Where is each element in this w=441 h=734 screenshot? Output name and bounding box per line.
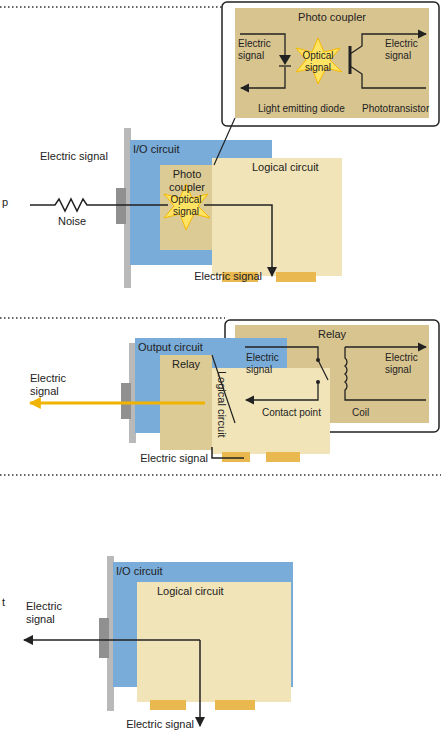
signal-wire — [24, 639, 200, 641]
optical-burst — [296, 38, 342, 84]
logic-circuit-board: Logical circuit — [212, 158, 342, 276]
signal-label: Optical signal — [296, 50, 340, 73]
contact-dot — [316, 380, 320, 384]
signal-wire — [204, 205, 272, 276]
contact-dot — [316, 358, 320, 362]
signal-label: Electric signal — [92, 718, 194, 731]
noise-resistor — [30, 199, 168, 211]
led-symbol — [279, 55, 291, 65]
signal-label: Electric signal — [385, 38, 431, 61]
signal-label: Noise — [58, 215, 98, 228]
signal-label: Electric signal — [26, 600, 86, 625]
signal-label: p — [2, 196, 12, 209]
box-title: Photo coupler — [163, 168, 211, 193]
signal-label: Electric signal — [246, 352, 292, 375]
signal-label: Electric signal — [100, 452, 208, 465]
dotted-divider — [0, 7, 441, 475]
box-title: Relay — [238, 328, 426, 341]
signal-label: Coil — [352, 407, 382, 419]
box-title: Logical circuit — [215, 371, 228, 438]
signal-label: Contact point — [262, 407, 342, 419]
signal-label: t — [2, 596, 12, 609]
callout-leader — [212, 355, 235, 423]
signal-label: Electric signal — [150, 270, 262, 283]
box-title: Logical circuit — [252, 161, 339, 174]
signal-label: Electric signal — [238, 38, 282, 61]
signal-label: Light emitting diode — [258, 103, 358, 115]
signal-label: Electric signal — [40, 150, 130, 163]
output-arrow — [30, 402, 205, 405]
signal-label: Optical signal — [160, 194, 212, 217]
box-title: I/O circuit — [133, 143, 269, 156]
edge-connector-pins — [150, 272, 316, 710]
logic-circuit-board: Logical circuit — [137, 582, 291, 702]
box-title: I/O circuit — [116, 565, 290, 578]
io-circuit-board: I/O circuitLogical circuit — [113, 562, 293, 687]
box-title: Output circuit — [138, 341, 284, 354]
callout-leader — [214, 118, 235, 165]
signal-wire — [212, 447, 244, 458]
box-title: Logical circuit — [157, 585, 288, 598]
signal-wire — [199, 640, 201, 726]
popup-frame — [222, 2, 439, 126]
signal-label: Electric signal — [30, 372, 90, 397]
signal-label: Phototransistor — [362, 103, 434, 115]
box-title: Relay — [163, 358, 209, 371]
signal-label: Electric signal — [385, 352, 431, 375]
box-title: Photo coupler — [238, 11, 426, 24]
